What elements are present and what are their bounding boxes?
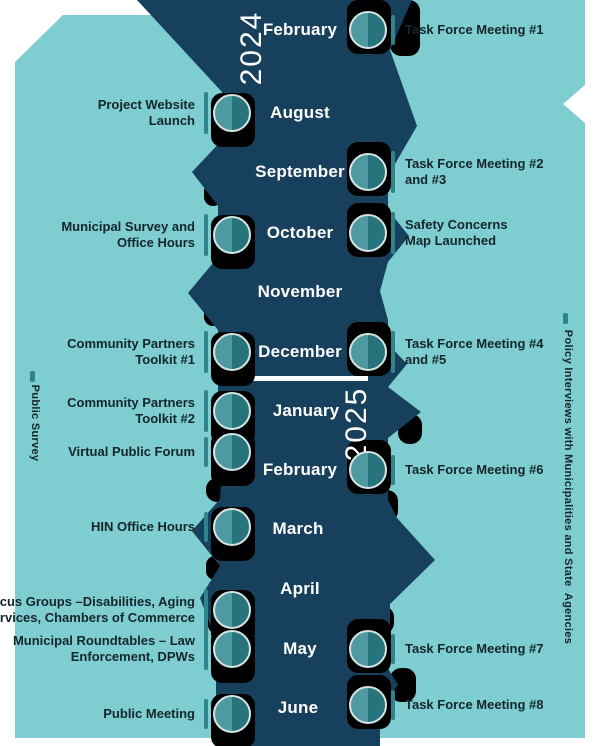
event-tick bbox=[204, 512, 208, 542]
event-tick bbox=[204, 214, 208, 256]
month-label: April bbox=[280, 579, 320, 598]
event-tick bbox=[391, 690, 395, 720]
event-tick bbox=[204, 390, 208, 432]
timeline-node bbox=[213, 630, 251, 668]
event-tick bbox=[204, 699, 208, 729]
event-text: HIN Office Hours bbox=[90, 519, 195, 534]
event-tick bbox=[391, 15, 395, 45]
timeline-node bbox=[349, 11, 387, 49]
event-row: Task Force Meeting #8 bbox=[391, 690, 543, 720]
timeline-node bbox=[349, 333, 387, 371]
timeline-node bbox=[349, 153, 387, 191]
timeline-node bbox=[349, 686, 387, 724]
timeline-node bbox=[213, 333, 251, 371]
event-tick bbox=[391, 151, 395, 193]
event-tick bbox=[204, 331, 208, 373]
year-divider-line bbox=[222, 376, 368, 381]
left-side-dash bbox=[30, 371, 35, 382]
month-label: December bbox=[258, 342, 342, 361]
event-tick bbox=[391, 212, 395, 254]
month-label: February bbox=[262, 20, 338, 39]
event-tick bbox=[204, 628, 208, 670]
timeline-node bbox=[213, 508, 251, 546]
timeline-node bbox=[349, 214, 387, 252]
month-label: March bbox=[272, 519, 324, 538]
event-row: Public Meeting bbox=[103, 699, 208, 729]
event-text: Public Meeting bbox=[103, 706, 195, 721]
month-label: September bbox=[255, 162, 345, 181]
timeline-node bbox=[349, 451, 387, 489]
timeline-node bbox=[213, 94, 251, 132]
month-label: October bbox=[266, 223, 334, 242]
event-text: Virtual Public Forum bbox=[68, 444, 195, 459]
event-tick bbox=[391, 455, 395, 485]
timeline-node bbox=[213, 216, 251, 254]
event-text: Task Force Meeting #1 bbox=[405, 22, 544, 37]
timeline-node bbox=[213, 591, 251, 629]
timeline-node bbox=[349, 630, 387, 668]
event-row: Virtual Public Forum bbox=[68, 437, 208, 467]
event-row: HIN Office Hours bbox=[91, 512, 208, 542]
month-label: November bbox=[257, 282, 343, 301]
event-tick bbox=[391, 331, 395, 373]
event-tick bbox=[204, 92, 208, 134]
month-label: May bbox=[283, 639, 317, 658]
event-tick bbox=[204, 437, 208, 467]
event-text: Task Force Meeting #8 bbox=[405, 697, 544, 712]
month-label: August bbox=[270, 103, 330, 122]
right-side-label: Policy Interviews with Municipalities an… bbox=[562, 329, 574, 645]
event-tick bbox=[391, 634, 395, 664]
month-label: January bbox=[272, 401, 340, 420]
event-text: Task Force Meeting #6 bbox=[405, 462, 544, 477]
event-row: Task Force Meeting #6 bbox=[391, 455, 543, 485]
right-side-dash bbox=[563, 313, 568, 324]
event-text: Task Force Meeting #7 bbox=[405, 641, 544, 656]
event-row: Task Force Meeting #1 bbox=[391, 15, 543, 45]
year-label: 2024 bbox=[235, 10, 268, 86]
timeline-node bbox=[213, 695, 251, 733]
event-row: Task Force Meeting #7 bbox=[391, 634, 543, 664]
left-side-label: Public Survey bbox=[29, 384, 41, 462]
timeline-node bbox=[213, 433, 251, 471]
month-label: June bbox=[277, 698, 319, 717]
month-label: February bbox=[262, 460, 338, 479]
timeline-node bbox=[213, 392, 251, 430]
event-tick bbox=[204, 589, 208, 631]
